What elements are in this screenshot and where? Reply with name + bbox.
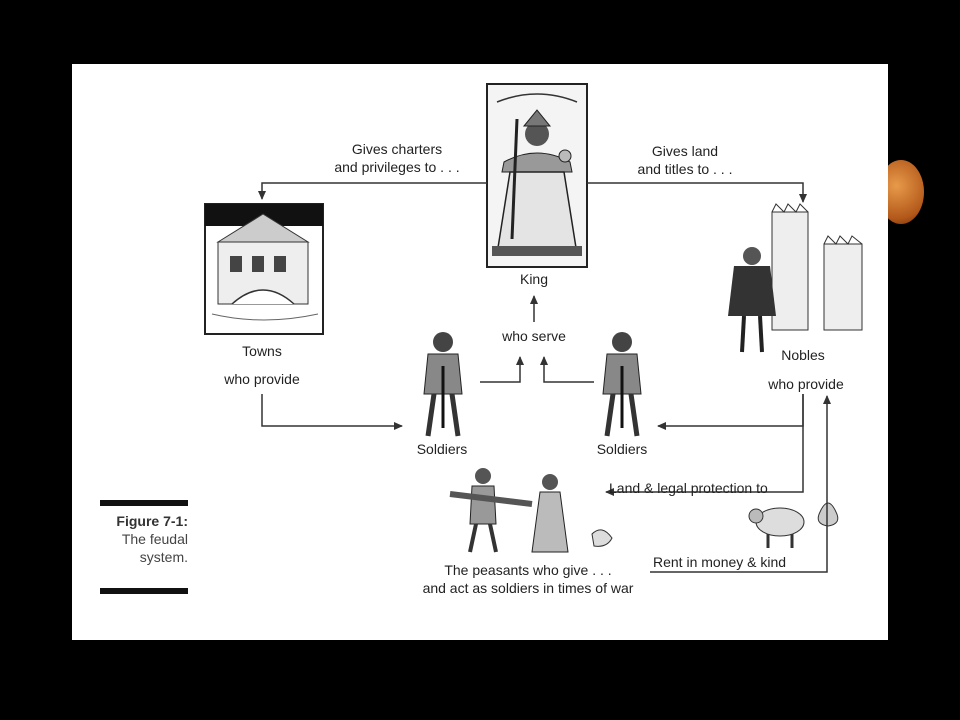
nobles-illustration [728, 203, 863, 353]
edge-label-charters: Gives charters and privileges to . . . [322, 140, 472, 176]
peasants-illustration [449, 468, 613, 553]
towns-provide-label: who provide [224, 371, 300, 387]
node-peasants-label: The peasants who give . . . and act as s… [394, 561, 662, 597]
arrow-peasants-to-nobles [650, 395, 831, 573]
arrow-nobles-to-soldiers [657, 394, 804, 430]
figure-caption-line2: system. [139, 549, 188, 565]
edge-label-land-protection: Land & legal protection to [609, 480, 768, 496]
arrow-towns-to-soldiers [261, 394, 403, 430]
node-soldiers-right-label: Soldiers [596, 441, 648, 457]
edge-label-charters-line2: and privileges to . . . [334, 159, 460, 175]
caption-bottom-rule [100, 588, 188, 594]
edge-label-land-titles: Gives land and titles to . . . [620, 142, 750, 178]
node-towns-label: Towns [242, 343, 282, 359]
edge-label-land-line2: and titles to . . . [637, 161, 733, 177]
soldier-right-illustration [602, 332, 642, 437]
arrow-soldiers-left-serve [480, 356, 524, 383]
edge-label-who-serve: who serve [502, 328, 566, 344]
peasants-label-line2: and act as soldiers in times of war [422, 580, 634, 596]
node-soldiers-left-label: Soldiers [416, 441, 468, 457]
soldier-left-illustration [423, 332, 463, 437]
edge-label-charters-line1: Gives charters [351, 141, 443, 157]
edge-label-rent: Rent in money & kind [653, 554, 787, 570]
nobles-provide-label: who provide [768, 376, 844, 392]
arrow-king-to-towns [258, 182, 487, 200]
figure-number: Figure 7-1: [116, 513, 188, 529]
arrow-soldiers-right-serve [540, 356, 594, 383]
towns-illustration [204, 203, 324, 335]
arrow-king-to-nobles [587, 182, 807, 203]
node-king-label: King [519, 271, 549, 287]
diagram-canvas [204, 83, 863, 573]
node-nobles-label: Nobles [781, 347, 825, 363]
peasants-label-line1: The peasants who give . . . [444, 562, 612, 578]
figure-caption: Figure 7-1: The feudal system. [100, 512, 188, 566]
sheep-and-sack-illustration [748, 502, 839, 548]
king-illustration [486, 83, 588, 268]
arrow-nobles-to-peasants [605, 394, 804, 496]
caption-top-rule [100, 500, 188, 506]
diagram-slide: Gives charters and privileges to . . . G… [72, 64, 888, 640]
edge-label-land-line1: Gives land [651, 143, 719, 159]
figure-caption-line1: The feudal [121, 531, 188, 547]
